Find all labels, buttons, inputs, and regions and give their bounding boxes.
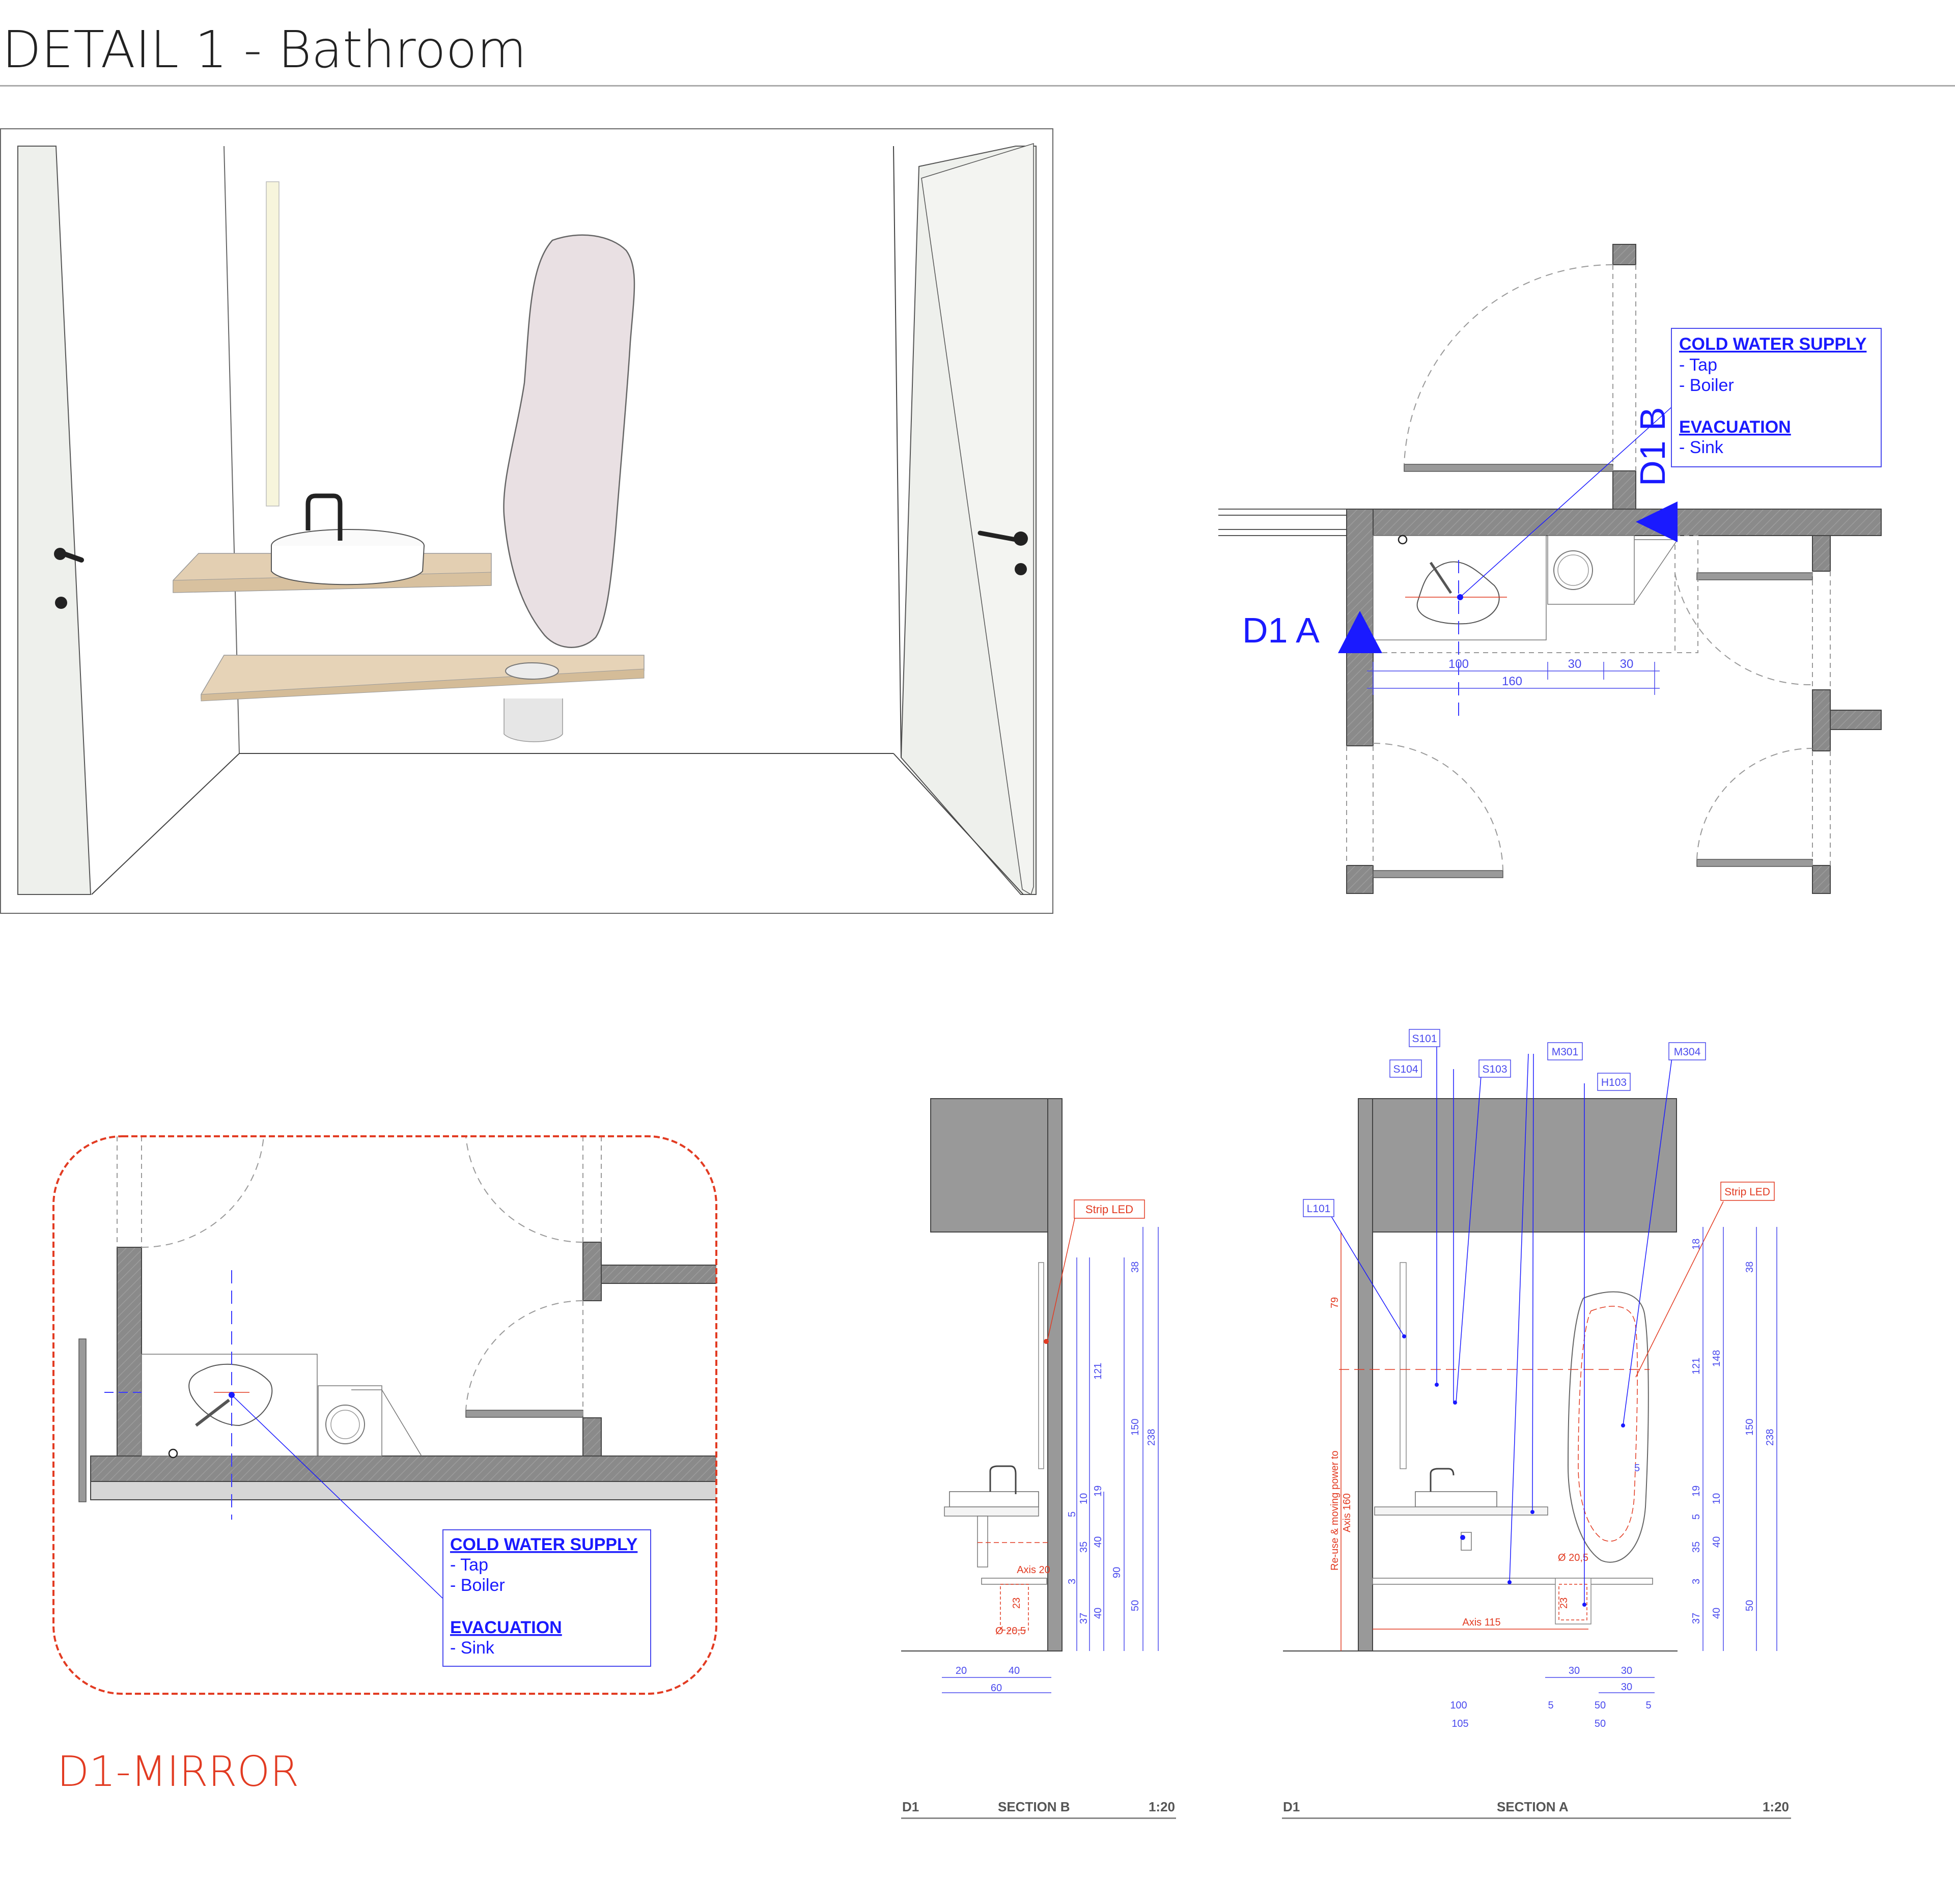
section-a-strip-led: Strip LED — [1724, 1186, 1770, 1198]
section-b-vdim-238: 238 — [1146, 1429, 1157, 1446]
section-a-vdim-10: 10 — [1711, 1493, 1722, 1504]
section-b-d23: 23 — [1011, 1598, 1022, 1609]
section-a-tag-h103: H103 — [1601, 1077, 1627, 1088]
section-b-vdim-5: 5 — [1067, 1511, 1078, 1517]
section-a-tag-m304: M304 — [1674, 1046, 1701, 1058]
plan-note-item-tap: - Tap — [1679, 355, 1717, 375]
section-a-power-note-1: Re-use & moving power to — [1329, 1450, 1340, 1571]
section-a-d23: 23 — [1558, 1598, 1570, 1609]
section-a-hdim-100: 100 — [1450, 1700, 1467, 1711]
section-a-hdim-30c: 30 — [1621, 1682, 1632, 1693]
section-a-hdim-50b: 50 — [1595, 1718, 1606, 1729]
plan-dim-30a: 30 — [1568, 657, 1582, 671]
section-a-footer-left: D1 — [1283, 1799, 1300, 1814]
section-b-vdim-150: 150 — [1130, 1419, 1141, 1436]
mirror-label: D1-MIRROR — [57, 1748, 299, 1796]
title-rule — [0, 85, 1955, 87]
section-a-hdim-105: 105 — [1451, 1718, 1468, 1729]
section-b-vdim-50: 50 — [1130, 1600, 1141, 1611]
section-b-vdim-38: 38 — [1130, 1262, 1141, 1273]
section-b-strip-led: Strip LED — [1085, 1203, 1133, 1216]
section-a-vdim-18: 18 — [1691, 1239, 1702, 1250]
section-a-hdim-5a: 5 — [1548, 1700, 1553, 1711]
page-title: DETAIL 1 - Bathroom — [2, 20, 527, 79]
section-b-diam: Ø 20,5 — [995, 1626, 1026, 1637]
render-3d-view — [0, 128, 1053, 914]
plan-dim-160: 160 — [1502, 675, 1522, 688]
section-a-d79: 79 — [1329, 1297, 1340, 1308]
plan-dim-30b: 30 — [1620, 657, 1634, 671]
section-a-vdim-150: 150 — [1744, 1419, 1755, 1436]
section-a-footer-center: SECTION A — [1497, 1799, 1569, 1814]
section-a-d5: 5 — [1634, 1463, 1640, 1474]
section-a-view: 79 Re-use & moving power to Axis 160 Axi… — [1283, 1029, 1777, 1711]
section-b-vdim-37: 37 — [1078, 1613, 1090, 1624]
section-b-footer: D1 SECTION B 1:20 — [901, 1797, 1176, 1819]
section-a-vdim-40a: 40 — [1711, 1536, 1722, 1548]
section-b-vdim-3: 3 — [1067, 1579, 1078, 1584]
section-a-axis115: Axis 115 — [1462, 1617, 1500, 1628]
section-b-vdim-90: 90 — [1111, 1567, 1123, 1578]
mirror-note-item-boiler: - Boiler — [450, 1576, 505, 1595]
section-b-footer-scale: 1:20 — [1148, 1799, 1175, 1814]
section-marker-a: D1 A — [1242, 610, 1320, 650]
section-a-tag-s104: S104 — [1393, 1063, 1418, 1075]
plan-note-heading-evacuation: EVACUATION — [1679, 417, 1791, 437]
section-a-hdim-5b: 5 — [1645, 1700, 1651, 1711]
section-a-vdim-50: 50 — [1744, 1600, 1755, 1611]
section-a-hdim-30a: 30 — [1569, 1665, 1580, 1676]
section-a-footer: D1 SECTION A 1:20 — [1282, 1797, 1791, 1819]
section-a-hdim-30b: 30 — [1621, 1665, 1632, 1676]
section-b-view: Strip LED Axis 20 Ø 20,5 23 38 121 19 5 … — [901, 1098, 1159, 1694]
mirror-note-heading-water: COLD WATER SUPPLY — [450, 1535, 638, 1554]
section-marker-b: D1 B — [1633, 407, 1672, 486]
plan-note-heading-water: COLD WATER SUPPLY — [1679, 334, 1867, 354]
plan-dim-100: 100 — [1448, 657, 1469, 671]
section-a-vdim-238: 238 — [1765, 1429, 1776, 1446]
section-a-vdim-35: 35 — [1691, 1542, 1702, 1553]
section-a-power-note-2: Axis 160 — [1342, 1493, 1353, 1532]
section-b-footer-left: D1 — [902, 1799, 919, 1814]
mirror-plan-view: COLD WATER SUPPLY - Tap - Boiler EVACUAT… — [52, 1135, 717, 1695]
mirror-note-item-tap: - Tap — [450, 1555, 488, 1575]
section-a-vdim-37: 37 — [1691, 1613, 1702, 1624]
section-b-vdim-40b: 40 — [1093, 1608, 1104, 1619]
section-a-tag-s101: S101 — [1412, 1033, 1437, 1045]
section-a-diam: Ø 20,5 — [1558, 1552, 1588, 1563]
section-a-vdim-121: 121 — [1691, 1358, 1702, 1375]
section-b-hdim-20: 20 — [956, 1665, 967, 1676]
section-a-vdim-40b: 40 — [1711, 1608, 1722, 1619]
section-a-vdim-148: 148 — [1711, 1350, 1722, 1367]
mirror-note-heading-evacuation: EVACUATION — [450, 1618, 562, 1637]
section-a-tag-s103: S103 — [1482, 1063, 1507, 1075]
section-a-footer-scale: 1:20 — [1762, 1799, 1789, 1814]
plan-note-item-sink: - Sink — [1679, 438, 1724, 457]
section-b-hdim-60: 60 — [991, 1683, 1002, 1694]
section-b-vdim-35: 35 — [1078, 1542, 1090, 1553]
plan-note-item-boiler: - Boiler — [1679, 376, 1734, 395]
section-b-vdim-121: 121 — [1093, 1363, 1104, 1380]
section-arrow-b-icon — [1636, 501, 1678, 542]
section-a-tag-m301: M301 — [1552, 1046, 1579, 1058]
section-b-footer-center: SECTION B — [998, 1799, 1070, 1814]
section-a-hdim-50a: 50 — [1595, 1700, 1606, 1711]
mirror-note-item-sink: - Sink — [450, 1638, 495, 1658]
section-b-axis: Axis 20 — [1017, 1564, 1050, 1576]
section-a-vdim-38: 38 — [1744, 1262, 1755, 1273]
floor-plan-view: COLD WATER SUPPLY - Tap - Boiler EVACUAT… — [1218, 244, 1882, 894]
section-a-vdim-19: 19 — [1691, 1486, 1702, 1497]
section-a-vdim-5: 5 — [1691, 1514, 1702, 1520]
section-b-vdim-19: 19 — [1093, 1486, 1104, 1497]
section-a-bottom-dims: 105 50 — [1451, 1718, 1606, 1729]
section-arrow-a-icon — [1338, 611, 1382, 653]
section-b-vdim-10: 10 — [1078, 1493, 1090, 1504]
section-a-tag-l101: L101 — [1307, 1203, 1331, 1215]
section-b-hdim-40: 40 — [1009, 1665, 1020, 1676]
section-b-vdim-40a: 40 — [1093, 1536, 1104, 1548]
section-a-vdim-3: 3 — [1691, 1579, 1702, 1584]
